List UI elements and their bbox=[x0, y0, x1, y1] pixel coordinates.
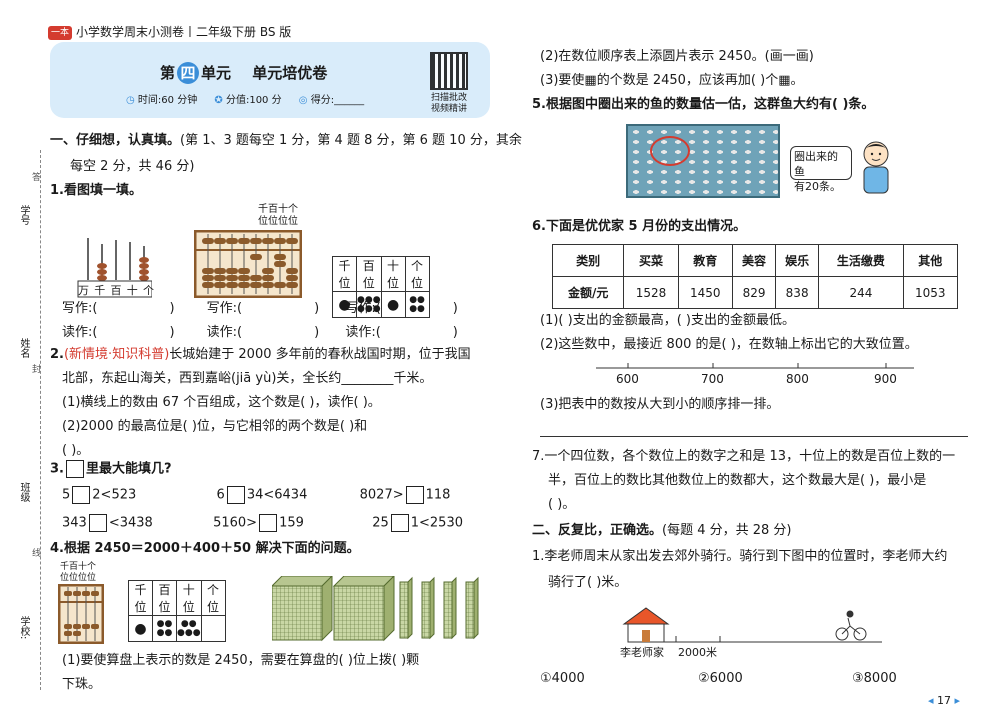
option-3[interactable]: ③8000 bbox=[852, 671, 897, 686]
sidebar-mark-2: 封 bbox=[32, 365, 42, 375]
q6-sub3: (3)把表中的数按从大到小的顺序排一排。 bbox=[540, 397, 780, 412]
prev-page-icon: ◂ bbox=[928, 694, 934, 707]
fish-image bbox=[626, 124, 780, 198]
sidebar-mark-3: 线 bbox=[32, 549, 42, 559]
q4-sub1: (1)要使算盘上表示的数是 2450，需要在算盘的( )位上拨( )颗 bbox=[62, 653, 420, 668]
q2-line1: 2.(新情境·知识科普)长城始建于 2000 多年前的春秋战国时期，位于我国 bbox=[50, 347, 471, 362]
section1-heading: 一、仔细想，认真填。(第 1、3 题每空 1 分，第 4 题 8 分，第 6 题… bbox=[50, 133, 522, 148]
q1-title: 1.看图填一填。 bbox=[50, 183, 142, 198]
pv-dot-cell: ● bbox=[332, 291, 357, 318]
speech-bubble: 圈出来的鱼有20条。 bbox=[790, 146, 852, 193]
pv-dot-cell: ● bbox=[128, 615, 153, 642]
section2-heading: 二、反复比，正确选。(每题 4 分，共 28 分) bbox=[532, 523, 792, 538]
brand-logo: 一本 bbox=[48, 26, 72, 40]
clock-icon: ◷ bbox=[126, 95, 135, 106]
q3-title: 3.里最大能填几? bbox=[50, 460, 172, 478]
abacus-simple bbox=[77, 238, 152, 298]
distance-label: 2000米 bbox=[678, 646, 717, 659]
unit-title: 第四单元 单元培优卷 bbox=[160, 62, 328, 84]
next-page-icon: ▸ bbox=[954, 694, 961, 707]
qr-caption: 扫描批改视频精讲 bbox=[430, 93, 467, 114]
boy-figure bbox=[863, 141, 889, 194]
number-line bbox=[596, 363, 914, 369]
pv-dot-cell: ● bbox=[380, 291, 406, 318]
qr-code[interactable] bbox=[430, 52, 468, 90]
pv-dot-cell: ●●●●● bbox=[176, 615, 202, 642]
q5-title: 5.根据图中圈出来的鱼的数量估一估，这群鱼大约有( )条。 bbox=[532, 97, 875, 112]
sidebar-label-school: 学校: bbox=[18, 616, 29, 640]
answer-box[interactable] bbox=[88, 514, 107, 532]
thousand-cube bbox=[272, 576, 333, 642]
sidebar-label-id: 学号 bbox=[18, 205, 29, 225]
expense-table: 类别 买菜 教育 美容 娱乐 生活缴费 其他 金额/元 1528 1450 82… bbox=[551, 244, 959, 309]
s2-q1-line2: 骑行了( )米。 bbox=[548, 575, 628, 590]
q7-line1: 7.一个四位数，各个数位上的数字之和是 13，十位上的数是百位上数的一 bbox=[532, 449, 956, 464]
sidebar-label-name: 姓名 bbox=[18, 338, 29, 358]
section1-heading-cont: 每空 2 分，共 46 分) bbox=[70, 159, 195, 174]
abacus-frame bbox=[194, 230, 302, 298]
book-title: 小学数学周末小测卷丨二年级下册 BS 版 bbox=[76, 25, 292, 39]
pv-dot-cell bbox=[200, 615, 226, 642]
q1-read-row: 读作:() 读作:() 读作:() bbox=[62, 325, 458, 340]
star-icon: ✪ bbox=[214, 95, 223, 106]
q6-sub1: (1)( )支出的金额最高，( )支出的金额最低。 bbox=[540, 313, 795, 328]
q2-tag: (新情境·知识科普) bbox=[63, 347, 170, 362]
answer-box[interactable] bbox=[259, 514, 278, 532]
q2-sub2b: ( )。 bbox=[62, 443, 90, 458]
q2-line2: 北部，东起山海关，西到嘉峪(jiā yù)关，全长约________千米。 bbox=[62, 371, 433, 386]
abacus2-top-label: 千百十个位位位位 bbox=[258, 204, 298, 227]
q4-title: 4.根据 2450＝2000＋400＋50 解决下面的问题。 bbox=[50, 541, 360, 556]
bicycle-icon bbox=[835, 610, 867, 641]
q4-sub1b: 下珠。 bbox=[62, 677, 102, 692]
answer-line[interactable] bbox=[540, 436, 968, 437]
blank-box bbox=[65, 460, 84, 478]
sidebar-label-class: 班级 bbox=[18, 482, 29, 502]
pv-dot-cell: ●●●● bbox=[152, 615, 177, 642]
base-ten-blocks bbox=[272, 576, 479, 642]
page-number: ◂ 17 ▸ bbox=[928, 694, 961, 707]
house-icon bbox=[622, 607, 670, 643]
sidebar-mark-1: 答 bbox=[32, 173, 42, 183]
table-header-row: 类别 买菜 教育 美容 娱乐 生活缴费 其他 bbox=[551, 244, 959, 277]
q6-sub2: (2)这些数中，最接近 800 的是( )，在数轴上标出它的大致位置。 bbox=[540, 337, 918, 352]
option-1[interactable]: ①4000 bbox=[540, 671, 585, 686]
abacus1-labels: 万千百十个 bbox=[78, 284, 154, 297]
q2-sub1: (1)横线上的数由 67 个百组成，这个数是( )，读作( )。 bbox=[62, 395, 381, 410]
answer-box[interactable] bbox=[405, 486, 424, 504]
fish-circle-marker bbox=[650, 136, 690, 166]
q4-abacus bbox=[58, 584, 104, 644]
q6-title: 6.下面是优优家 5 月份的支出情况。 bbox=[532, 219, 747, 234]
q7-line2: 半，百位上的数比其他数位上的数都大，这个数最大是( )，最小是 bbox=[548, 473, 927, 488]
q2-sub2: (2)2000 的最高位是( )位，与它相邻的两个数是( )和 bbox=[62, 419, 368, 434]
q4-sub2: (2)在数位顺序表上添圆片表示 2450。(画一画) bbox=[540, 49, 814, 64]
q4-sub3: (3)要使▦的个数是 2450，应该再加( )个▦。 bbox=[540, 73, 804, 88]
ride-diagram bbox=[622, 607, 882, 643]
q4-abacus-top: 千百十个位位位位 bbox=[60, 562, 97, 583]
answer-box[interactable] bbox=[72, 486, 91, 504]
sidebar-binding-line bbox=[40, 150, 41, 690]
pv-dot-cell: ●●●● bbox=[404, 291, 430, 318]
table-row: 金额/元 1528 1450 829 838 244 1053 bbox=[551, 276, 959, 309]
unit-banner bbox=[50, 42, 490, 118]
answer-box[interactable] bbox=[226, 486, 245, 504]
answer-box[interactable] bbox=[390, 514, 409, 532]
exam-info-row: ◷ 时间:60 分钟 ✪ 分值:100 分 ◎ 得分:______ bbox=[126, 95, 365, 106]
house-label: 李老师家 bbox=[620, 646, 664, 659]
q1-write-row: 写作:() 写作:() 写作:() bbox=[62, 301, 458, 316]
q7-line3: ( )。 bbox=[548, 497, 576, 512]
q1-place-value-table: 千位百位十位个位 ● ●●●●●● ● ●●●● bbox=[332, 256, 430, 318]
s2-q1-line1: 1.李老师周末从家出发去郊外骑行。骑行到下图中的位置时，李老师大约 bbox=[532, 549, 948, 564]
unit-number-badge: 四 bbox=[177, 62, 200, 84]
target-icon: ◎ bbox=[298, 95, 308, 106]
q4-place-value-table: 千位百位十位个位 ● ●●●● ●●●●● bbox=[128, 580, 226, 642]
option-2[interactable]: ②6000 bbox=[698, 671, 743, 686]
